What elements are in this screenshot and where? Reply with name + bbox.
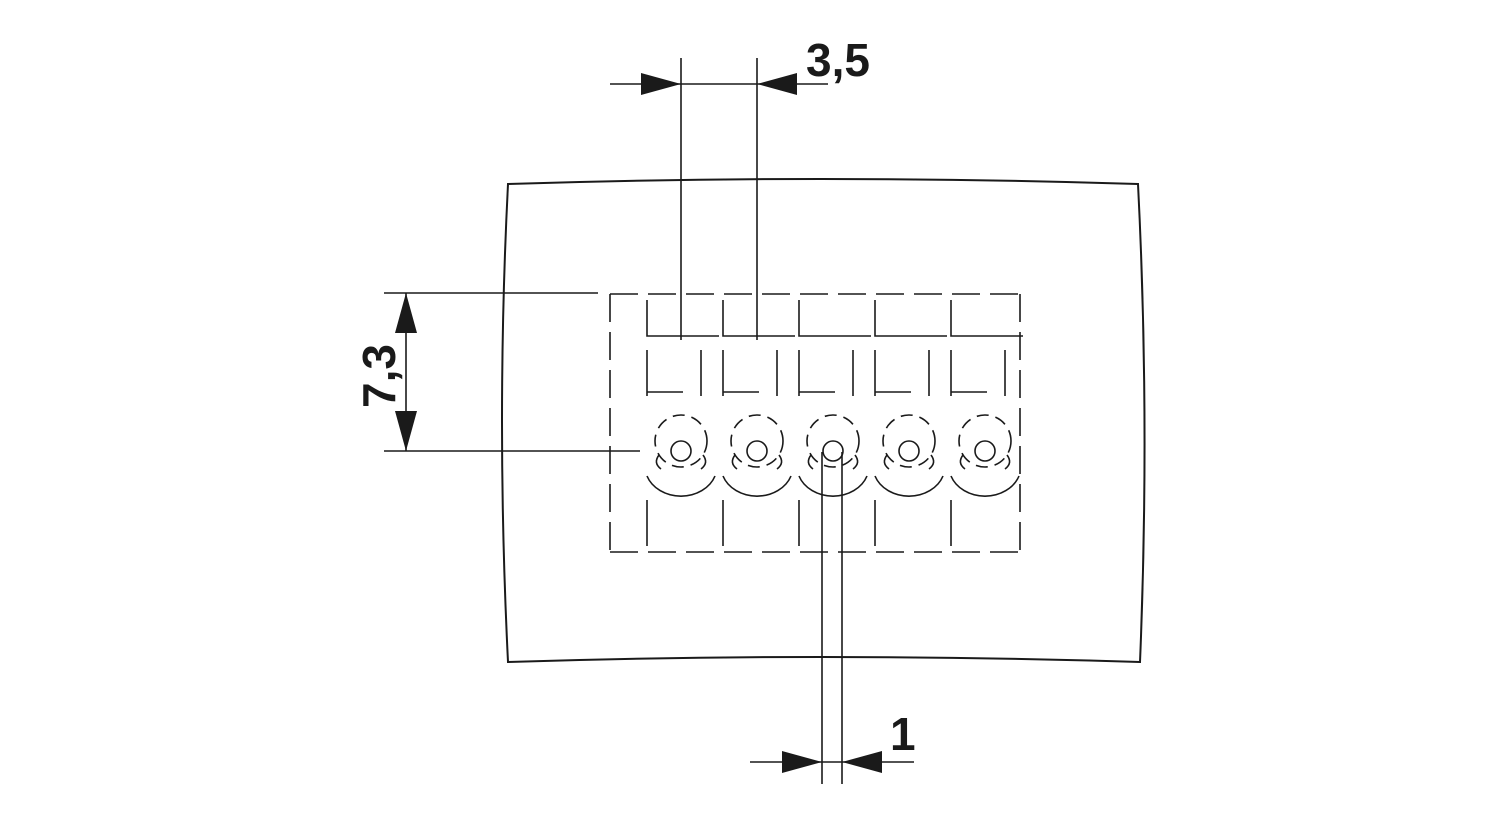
row-offset-dimension-label: 7,3 xyxy=(353,344,405,408)
pin-hole xyxy=(958,414,1012,470)
pitch-arrow-right xyxy=(757,73,797,95)
contact-slots xyxy=(646,300,1023,546)
hole-diameter-dimension: 1 xyxy=(750,452,916,784)
pitch-dimension: 3,5 xyxy=(610,34,870,340)
contact-slot xyxy=(950,300,1023,546)
pcb-board-outline xyxy=(501,178,1146,664)
hole-arrow-right xyxy=(842,751,882,773)
row-offset-arrow-bottom xyxy=(395,411,417,451)
pin-hole xyxy=(730,414,784,470)
pitch-dimension-label: 3,5 xyxy=(806,34,870,86)
connector-housing-outline xyxy=(609,293,1021,553)
pin-holes xyxy=(654,414,1012,470)
pin-hole xyxy=(882,414,936,470)
hole-arrow-left xyxy=(782,751,822,773)
pin-hole xyxy=(806,414,860,470)
hole-dimension-label: 1 xyxy=(890,708,916,760)
row-offset-arrow-top xyxy=(395,293,417,333)
pitch-arrow-left xyxy=(641,73,681,95)
contact-slot xyxy=(722,300,795,546)
contact-slot xyxy=(646,300,719,546)
row-offset-dimension: 7,3 xyxy=(353,292,640,452)
contact-slot xyxy=(874,300,947,546)
contact-slot xyxy=(798,300,871,546)
pin-hole xyxy=(654,414,708,470)
